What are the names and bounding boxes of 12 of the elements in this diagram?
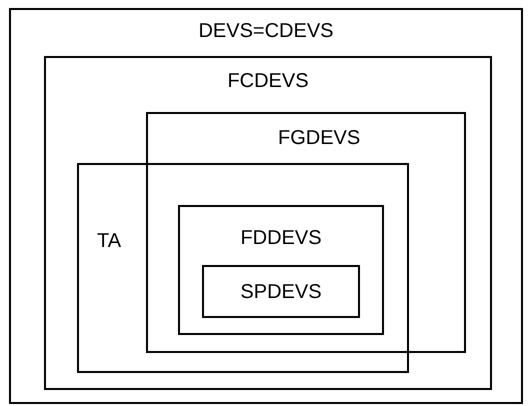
set-box — [44, 56, 492, 390]
set-box — [146, 112, 466, 353]
set-label: DEVS=CDEVS — [197, 20, 335, 42]
set-box — [178, 205, 384, 335]
set-label: SPDEVS — [239, 281, 323, 303]
set-label: FDDEVS — [239, 227, 323, 249]
set-box — [9, 8, 523, 404]
set-label: FCDEVS — [226, 70, 310, 92]
set-box — [202, 265, 360, 318]
set-label: FGDEVS — [278, 127, 360, 149]
set-box — [77, 163, 409, 373]
set-label: TA — [97, 230, 122, 252]
